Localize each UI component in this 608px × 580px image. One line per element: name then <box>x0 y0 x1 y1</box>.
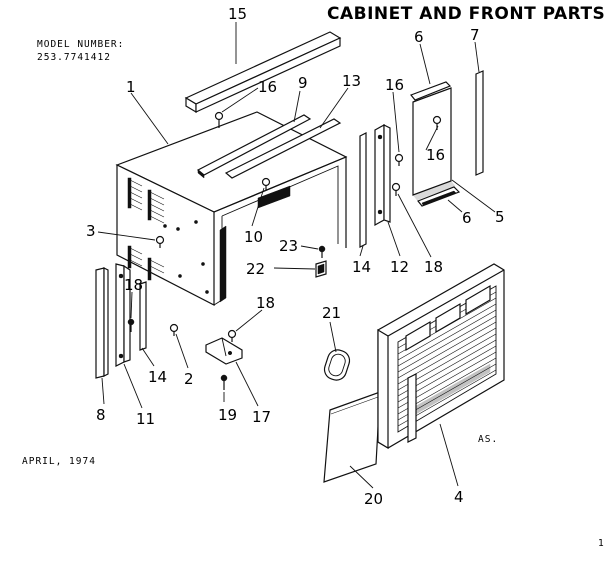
callout-3: 3 <box>86 222 96 240</box>
callout-1: 1 <box>126 78 136 96</box>
callout-numbers: 15 1 16 9 13 6 7 16 16 5 6 3 10 23 14 12… <box>86 5 505 508</box>
callout-16-bracket: 16 <box>385 76 404 94</box>
screw-2 <box>169 323 179 336</box>
callout-9: 9 <box>298 74 308 92</box>
callout-11: 11 <box>136 410 155 428</box>
part-cabinet-shell <box>115 111 348 306</box>
callout-18-right: 18 <box>424 258 443 276</box>
screw-23 <box>318 245 326 258</box>
callout-14-left: 14 <box>148 368 167 386</box>
callout-20: 20 <box>364 490 383 508</box>
diagram-title: CABINET AND FRONT PARTS <box>327 4 605 24</box>
part-front-grille <box>377 263 505 450</box>
part-vertical-rail <box>475 70 484 176</box>
part-filter-panel <box>323 391 381 483</box>
callout-7: 7 <box>470 26 480 44</box>
screw-18-left <box>127 318 135 332</box>
screw-16-top <box>214 111 224 128</box>
part-small-clip <box>315 260 327 278</box>
model-number-label: MODEL NUMBER: <box>37 39 124 50</box>
callout-6-upper: 6 <box>414 28 424 46</box>
callout-17: 17 <box>252 408 271 426</box>
callout-15: 15 <box>228 5 247 23</box>
diagram-code: AS. <box>478 434 498 445</box>
screw-18-right <box>391 182 401 196</box>
corner-mark: 1 <box>598 538 605 549</box>
part-upper-strip <box>410 81 452 101</box>
screw-16-panel <box>432 115 442 130</box>
part-side-trim-long <box>224 118 342 179</box>
callout-8: 8 <box>96 406 106 424</box>
callout-22: 22 <box>246 260 265 278</box>
screw-18-clip <box>227 329 237 342</box>
callout-14-right: 14 <box>352 258 371 276</box>
part-vertical-strip-right <box>359 132 367 248</box>
callout-6-lower: 6 <box>462 209 472 227</box>
callout-19: 19 <box>218 406 237 424</box>
callout-23: 23 <box>279 237 298 255</box>
callout-18-clip: 18 <box>256 294 275 312</box>
leader-lines <box>97 22 496 489</box>
part-side-panel <box>412 87 456 201</box>
callout-5: 5 <box>495 208 505 226</box>
screw-16-bracket <box>394 153 404 166</box>
part-vertical-strip-left <box>139 281 147 351</box>
part-vertical-bracket <box>374 123 391 227</box>
callout-21: 21 <box>322 304 341 322</box>
callout-16-top: 16 <box>258 78 277 96</box>
part-lower-strip <box>417 186 461 207</box>
part-top-trim <box>196 114 312 179</box>
screw-10 <box>261 177 271 190</box>
part-clip-bracket <box>205 337 243 365</box>
part-top-rail <box>184 31 342 114</box>
part-left-rail <box>95 267 109 379</box>
model-number-value: 253.7741412 <box>37 52 111 63</box>
callout-18-left: 18 <box>124 276 143 294</box>
callout-4: 4 <box>454 488 464 506</box>
part-gasket <box>323 349 351 381</box>
screw-19 <box>220 374 228 390</box>
part-left-bracket <box>115 263 131 367</box>
callout-16-panel: 16 <box>426 146 445 164</box>
diagram-date: APRIL, 1974 <box>22 456 96 467</box>
callout-12: 12 <box>390 258 409 276</box>
callout-10: 10 <box>244 228 263 246</box>
callout-2: 2 <box>184 370 194 388</box>
screw-3 <box>155 235 165 248</box>
callout-13: 13 <box>342 72 361 90</box>
